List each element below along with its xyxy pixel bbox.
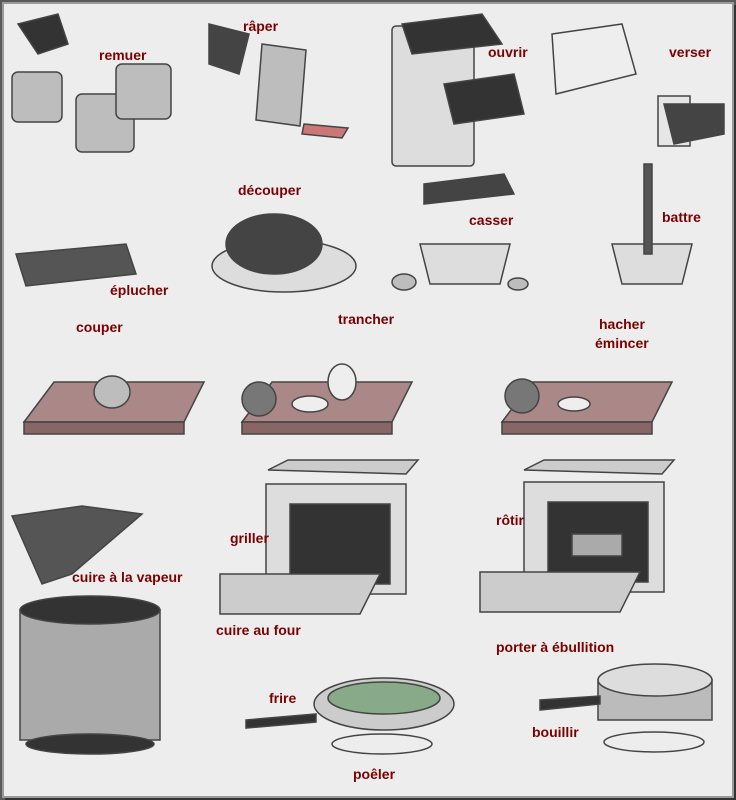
label-verser: verser xyxy=(669,44,712,60)
cooking-illustrations xyxy=(10,13,725,755)
beating-illustration xyxy=(611,163,693,285)
label-ouvrir: ouvrir xyxy=(488,44,528,60)
pouring-illustration xyxy=(551,23,725,147)
steamer-illustration xyxy=(10,505,161,755)
label-casser: casser xyxy=(469,212,514,228)
frying-pan-illustration xyxy=(245,677,455,755)
label-battre: battre xyxy=(662,209,701,225)
label-trancher: trancher xyxy=(338,311,395,327)
carving-illustration xyxy=(211,213,357,293)
label-frire: frire xyxy=(269,690,297,706)
label-hacher: hacher xyxy=(599,316,645,332)
label-poeler: poêler xyxy=(353,766,396,782)
peeling-illustration xyxy=(15,243,138,287)
stirring-cups-illustration xyxy=(11,13,172,153)
boiling-pot-illustration xyxy=(539,663,713,753)
board-trancher-illustration xyxy=(240,363,414,435)
grater-illustration xyxy=(208,23,350,139)
can-opener-illustration xyxy=(391,13,525,167)
board-couper-illustration xyxy=(22,375,206,435)
label-porter-ebullition: porter à ébullition xyxy=(496,639,615,655)
label-cuire-vapeur: cuire à la vapeur xyxy=(72,569,183,585)
oven-right-illustration xyxy=(479,459,676,613)
label-couper: couper xyxy=(76,319,123,335)
label-cuire-four: cuire au four xyxy=(216,622,301,638)
label-remuer: remuer xyxy=(99,47,147,63)
label-decouper: découper xyxy=(238,182,302,198)
label-griller: griller xyxy=(230,530,269,546)
label-eplucher: éplucher xyxy=(110,282,169,298)
label-emincer: émincer xyxy=(595,335,649,351)
oven-left-illustration xyxy=(219,459,420,615)
label-rotir: rôtir xyxy=(496,512,524,528)
cracking-egg-illustration xyxy=(391,173,529,291)
board-hacher-illustration xyxy=(500,378,674,435)
label-bouillir: bouillir xyxy=(532,724,579,740)
label-raper: râper xyxy=(243,18,279,34)
